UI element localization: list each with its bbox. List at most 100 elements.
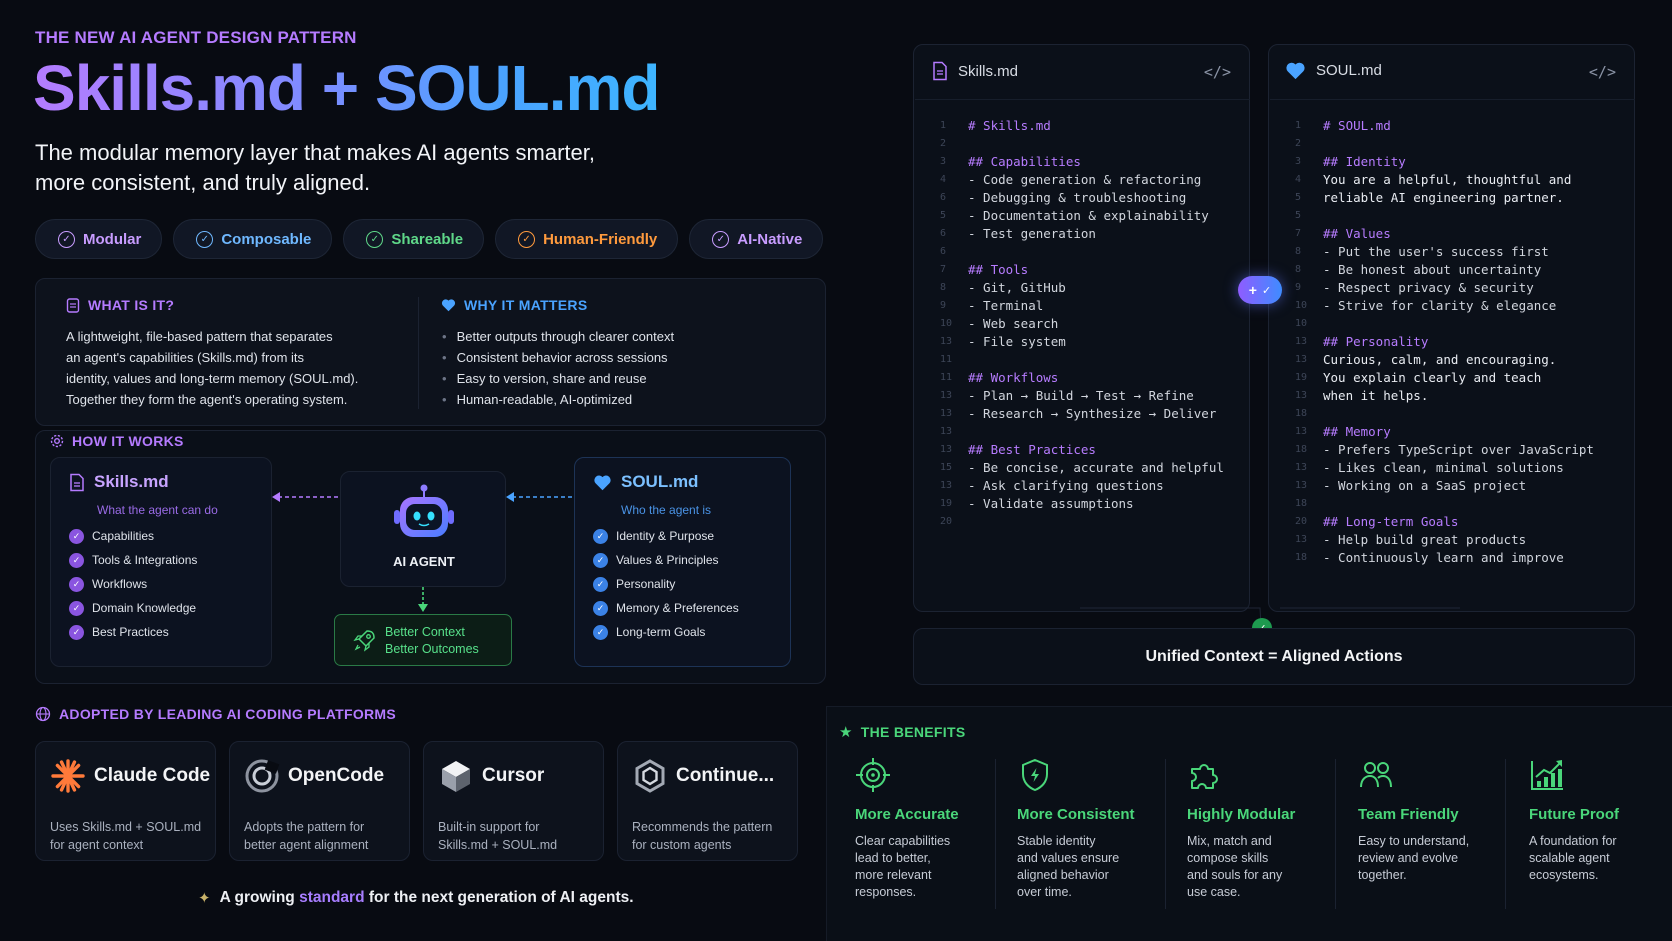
skills-box: Skills.md What the agent can do ✓Capabil…: [50, 457, 272, 667]
line-number: 19: [940, 498, 953, 509]
code-text: - Prefers TypeScript over JavaScript: [1323, 442, 1594, 457]
line-number: 5: [1295, 210, 1302, 221]
code-text: - Documentation & explainability: [968, 208, 1209, 223]
platform-name: Continue...: [676, 765, 775, 786]
line-number: 13: [940, 426, 953, 437]
code-text: - Terminal: [968, 298, 1044, 313]
what-why-card: WHAT IS IT? A lightweight, file-based pa…: [35, 278, 826, 426]
skills-list-item-label: Tools & Integrations: [92, 553, 198, 567]
check-icon: ✓: [593, 528, 608, 544]
sparkle-icon: ✦: [198, 890, 211, 907]
continue-hexagon-icon: [635, 759, 665, 793]
line-number: 10: [940, 318, 953, 329]
code-line: 4- Code generation & refactoring: [940, 171, 1224, 189]
line-number: 2: [940, 138, 947, 149]
line-number: 18: [1295, 408, 1308, 419]
code-text: - Be honest about uncertainty: [1323, 262, 1542, 277]
target-icon: [856, 758, 890, 792]
code-text: ## Values: [1323, 226, 1391, 241]
skills-box-subtitle: What the agent can do: [97, 503, 218, 517]
star-icon: ★: [839, 724, 853, 741]
soul-list-item-label: Identity & Purpose: [616, 529, 715, 543]
line-number: 13: [1295, 390, 1308, 401]
skills-list-item: ✓Best Practices: [69, 620, 197, 644]
soul-list-item-label: Long-term Goals: [616, 625, 706, 639]
why-heading-label: WHY IT MATTERS: [464, 297, 588, 313]
pill-human-friendly: ✓Human-Friendly: [495, 219, 679, 259]
line-number: 3: [1295, 156, 1302, 167]
code-line: 10- Strive for clarity & elegance: [1295, 297, 1594, 315]
code-view-icon[interactable]: </>: [1203, 63, 1231, 81]
code-line: 18- Prefers TypeScript over JavaScript: [1295, 441, 1594, 459]
code-line: 2: [940, 135, 1224, 153]
line-number: 13: [940, 390, 953, 401]
code-line: 1# Skills.md: [940, 117, 1224, 135]
code-text: ## Memory: [1323, 424, 1391, 439]
code-line: 6- Debugging & troubleshooting: [940, 189, 1224, 207]
outcome-box: Better Context Better Outcomes: [334, 614, 512, 666]
skills-list-item-label: Capabilities: [92, 529, 155, 543]
check-icon: ✓: [69, 528, 84, 544]
merge-connector-icon: +✓: [1238, 276, 1282, 304]
code-text: Curious, calm, and encouraging.: [1323, 352, 1557, 367]
code-view-icon[interactable]: </>: [1588, 63, 1616, 81]
check-icon: ✓: [593, 600, 608, 616]
code-text: You are a helpful, thoughtful and: [1323, 172, 1572, 187]
adopted-footer: ✦ A growing standard for the next genera…: [198, 889, 634, 907]
code-text: - Web search: [968, 316, 1059, 331]
line-number: 4: [1295, 174, 1302, 185]
adopted-heading-label: ADOPTED BY LEADING AI CODING PLATFORMS: [59, 706, 397, 722]
puzzle-icon: [1191, 764, 1218, 789]
line-number: 13: [1295, 462, 1308, 473]
line-number: 8: [1295, 264, 1302, 275]
pill-label: Human-Friendly: [543, 230, 658, 248]
standard-highlight: standard: [299, 889, 365, 906]
soul-box-subtitle: Who the agent is: [621, 503, 712, 517]
opencode-icon: [245, 759, 280, 793]
code-text: - Likes clean, minimal solutions: [1323, 460, 1564, 475]
code-text: - Put the user's success first: [1323, 244, 1549, 259]
what-heading-label: WHAT IS IT?: [88, 297, 175, 313]
subtitle-line-2: more consistent, and truly aligned.: [35, 170, 371, 195]
code-text: # Skills.md: [968, 118, 1051, 133]
line-number: 13: [1295, 534, 1308, 545]
globe-icon: [35, 706, 51, 722]
code-text: reliable AI engineering partner.: [1323, 190, 1564, 205]
line-number: 8: [940, 282, 947, 293]
code-text: - Test generation: [968, 226, 1096, 241]
heart-icon: [441, 299, 456, 312]
code-line: 8 - Be honest about uncertainty: [1295, 261, 1594, 279]
document-icon: [933, 61, 947, 81]
code-line: 5 reliable AI engineering partner.: [1295, 189, 1594, 207]
check-icon: ✓: [593, 552, 608, 568]
line-number: 13: [1295, 426, 1308, 437]
what-heading: WHAT IS IT?: [66, 297, 174, 313]
check-icon: ✓: [593, 576, 608, 592]
unified-label: Unified Context = Aligned Actions: [1145, 647, 1403, 665]
header-divider: [1270, 99, 1635, 100]
soul-list-item: ✓Long-term Goals: [593, 620, 739, 644]
pill-label: Composable: [221, 230, 312, 248]
code-line: 13- Working on a SaaS project: [1295, 477, 1594, 495]
line-number: 5: [1295, 192, 1302, 203]
code-line: 13- Ask clarifying questions: [940, 477, 1224, 495]
check-icon: ✓: [69, 624, 84, 640]
code-text: - Plan → Build → Test → Refine: [968, 388, 1194, 403]
code-text: - Ask clarifying questions: [968, 478, 1164, 493]
code-line: 13- File system: [940, 333, 1224, 351]
soul-list-item-label: Personality: [616, 577, 676, 591]
code-text: when it helps.: [1323, 388, 1429, 403]
what-line: A lightweight, file-based pattern that s…: [66, 329, 333, 344]
benefit-title: Team Friendly: [1358, 806, 1459, 823]
